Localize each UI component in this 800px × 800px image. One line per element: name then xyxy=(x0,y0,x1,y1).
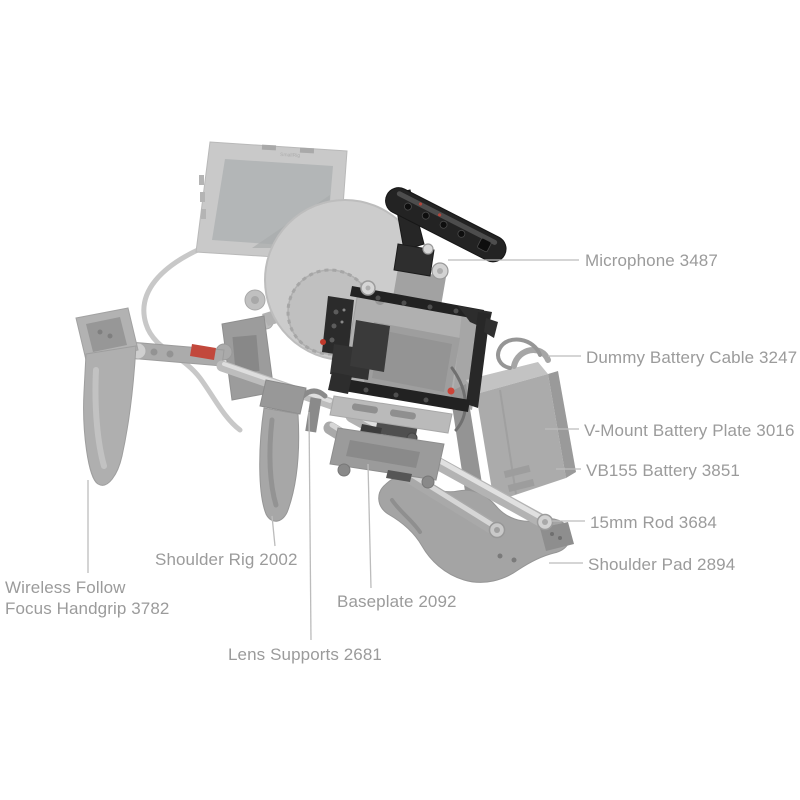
label-baseplate: Baseplate 2092 xyxy=(337,592,457,611)
follow-focus-handgrip xyxy=(75,307,139,486)
label-dummy-battery-cable: Dummy Battery Cable 3247 xyxy=(586,348,798,367)
battery-handle xyxy=(511,347,551,369)
camera-cage xyxy=(320,280,498,412)
red-accent-dot xyxy=(320,339,326,345)
label-shoulder-rig: Shoulder Rig 2002 xyxy=(155,550,298,569)
label-v-mount-battery-plate: V-Mount Battery Plate 3016 xyxy=(584,421,795,440)
v-mount-battery-plate xyxy=(450,384,484,498)
red-accent-dot xyxy=(438,213,442,217)
baseplate xyxy=(329,395,453,489)
extension-arm xyxy=(127,341,225,367)
leader-lens-supports xyxy=(308,411,312,641)
front-grip xyxy=(259,379,307,522)
red-lever xyxy=(190,344,216,360)
label-lens-supports: Lens Supports 2681 xyxy=(228,645,382,664)
vb155-battery xyxy=(466,347,576,502)
thumbscrew xyxy=(422,243,434,255)
label-microphone: Microphone 3487 xyxy=(585,251,718,270)
top-handle xyxy=(385,187,507,280)
label-vb155-battery: VB155 Battery 3851 xyxy=(586,461,740,480)
red-accent-dot xyxy=(447,387,455,395)
label-15mm-rod: 15mm Rod 3684 xyxy=(590,513,717,532)
leader-lines xyxy=(87,259,585,641)
monitor-brand-text: SmallRig xyxy=(280,152,301,159)
leader-shoulder-rig xyxy=(271,515,276,547)
red-accent-dot xyxy=(418,202,423,206)
leader-baseplate xyxy=(367,463,372,589)
label-shoulder-pad: Shoulder Pad 2894 xyxy=(588,555,736,574)
label-wireless-follow-focus-handgrip: Wireless Follow Focus Handgrip 3782 xyxy=(5,578,170,618)
